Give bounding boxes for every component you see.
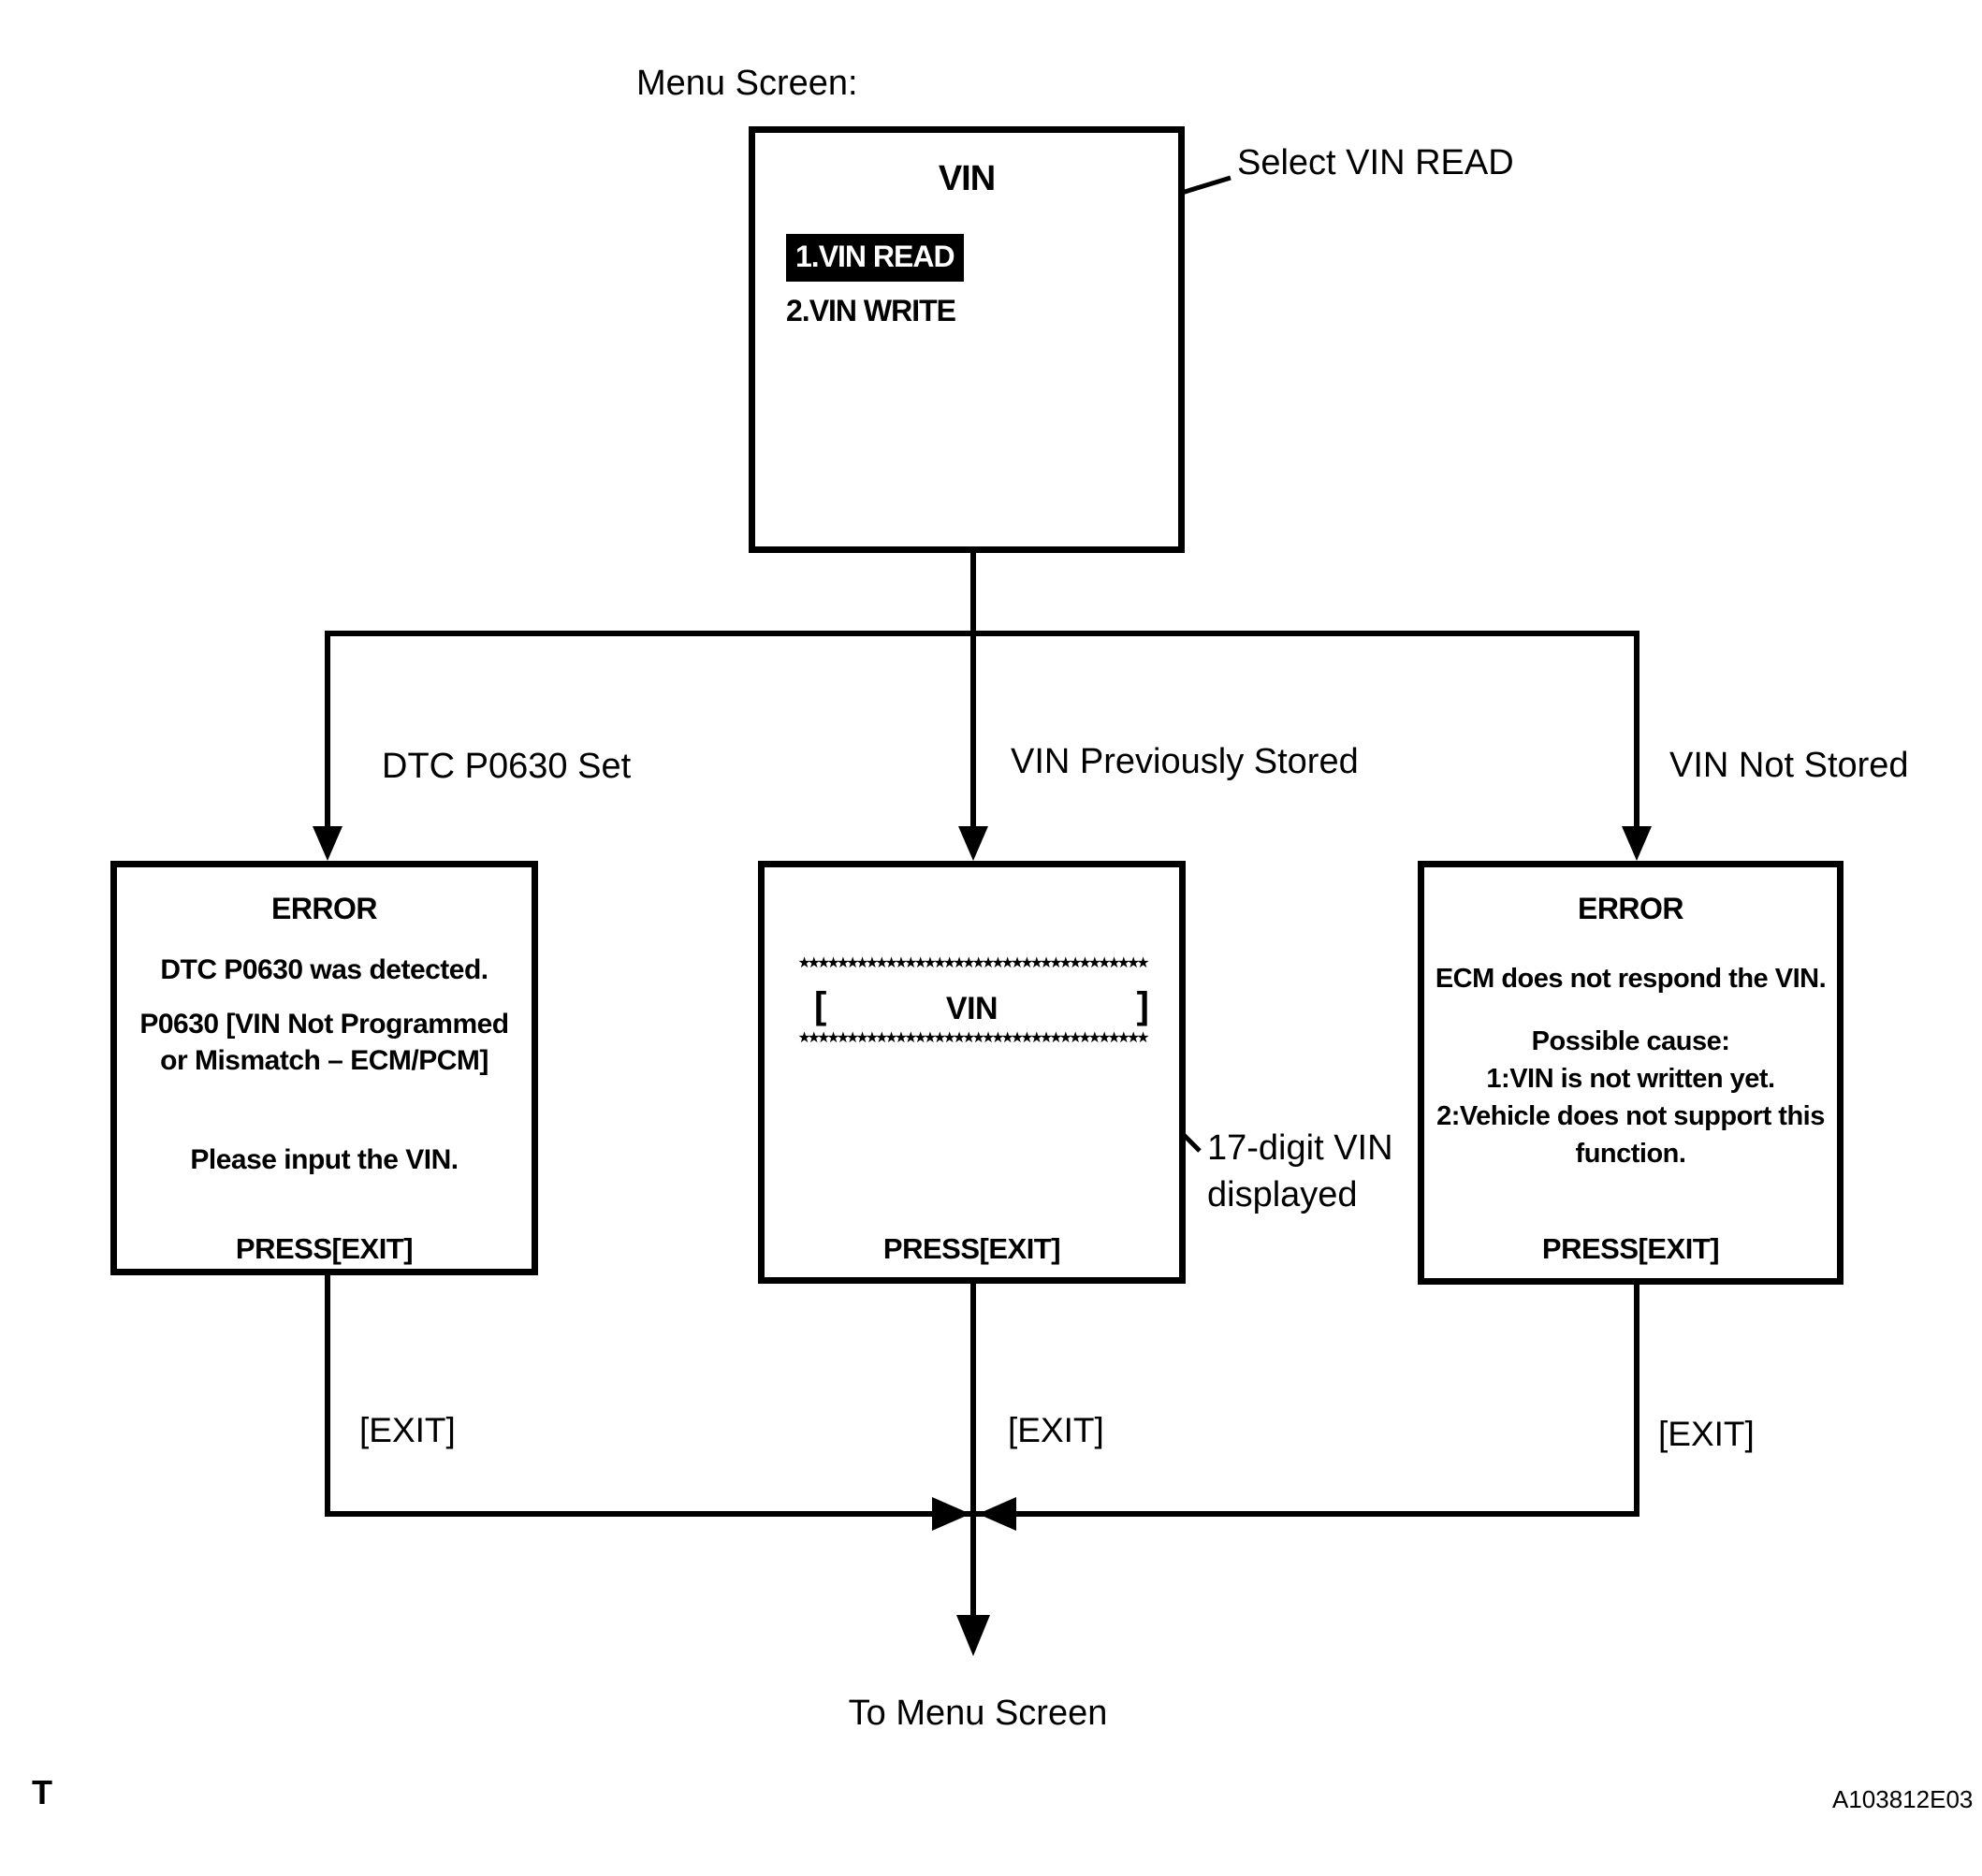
error-ecm-line4: 2:Vehicle does not support this	[1436, 1101, 1825, 1131]
error-title: ERROR	[270, 892, 378, 925]
vin-digit-annotation-line2: displayed	[1207, 1175, 1358, 1214]
exit-label-left: [EXIT]	[359, 1411, 456, 1449]
page-corner-mark: T	[32, 1773, 52, 1811]
star-row-bottom: ★★★★★★★★★★★★★★★★★★★★★★★★★★★★★★★★★★★★	[797, 1028, 1149, 1046]
exit-label-right: [EXIT]	[1658, 1415, 1755, 1453]
error-box-ecm: ERROR ECM does not respond the VIN. Poss…	[1418, 861, 1844, 1285]
arrowhead-merge-left	[978, 1497, 1016, 1531]
branch-label-dtc-set: DTC P0630 Set	[382, 747, 632, 786]
error-dtc-press-exit: PRESS[EXIT]	[235, 1232, 414, 1265]
menu-item-vin-read: 1.VIN READ	[786, 234, 964, 282]
vin-display-box: ★★★★★★★★★★★★★★★★★★★★★★★★★★★★★★★★★★★★ [ V…	[758, 861, 1186, 1284]
menu-screen-label: Menu Screen:	[636, 64, 858, 103]
arrowhead-to-menu	[956, 1615, 990, 1656]
error-ecm-line5: function.	[1575, 1139, 1686, 1169]
vin-bracket-open: [	[814, 985, 827, 1026]
to-menu-screen-label: To Menu Screen	[848, 1694, 1108, 1733]
vin-display-press-exit: PRESS[EXIT]	[882, 1232, 1061, 1265]
exit-label-middle: [EXIT]	[1008, 1411, 1104, 1449]
error-ecm-title: ERROR	[1577, 892, 1684, 925]
error-dtc-line4: Please input the VIN.	[190, 1144, 459, 1175]
branch-label-vin-stored: VIN Previously Stored	[1011, 742, 1359, 781]
error-ecm-line2: Possible cause:	[1531, 1026, 1730, 1056]
error-box-dtc: ERROR DTC P0630 was detected. P0630 [VIN…	[110, 861, 538, 1275]
arrowhead-merge-right	[932, 1497, 970, 1531]
error-dtc-line2: P0630 [VIN Not Programmed	[139, 1009, 509, 1040]
error-ecm-press-exit: PRESS[EXIT]	[1541, 1232, 1720, 1265]
vin-digit-annotation-line1: 17-digit VIN	[1207, 1128, 1393, 1168]
vin-bracket-close: ]	[1136, 985, 1149, 1026]
error-ecm-line1: ECM does not respond the VIN.	[1435, 964, 1827, 994]
menu-screen-title: VIN	[938, 159, 996, 198]
menu-screen-box: VIN 1.VIN READ 2.VIN WRITE	[749, 126, 1185, 553]
error-dtc-line1: DTC P0630 was detected.	[160, 954, 488, 985]
vin-display-label: VIN	[945, 991, 998, 1026]
error-dtc-line3: or Mismatch – ECM/PCM]	[160, 1045, 488, 1076]
menu-item-vin-write: 2.VIN WRITE	[786, 294, 956, 327]
star-row-top: ★★★★★★★★★★★★★★★★★★★★★★★★★★★★★★★★★★★★	[797, 953, 1149, 971]
error-ecm-line3: 1:VIN is not written yet.	[1486, 1064, 1775, 1094]
arrowhead-right-box	[1622, 826, 1652, 861]
arrowhead-middle-box	[958, 826, 988, 861]
arrowhead-left-box	[313, 826, 342, 861]
select-vin-read-annotation: Select VIN READ	[1237, 143, 1514, 182]
branch-label-vin-not-stored: VIN Not Stored	[1669, 746, 1909, 785]
figure-id: A103812E03	[1832, 1785, 1974, 1813]
